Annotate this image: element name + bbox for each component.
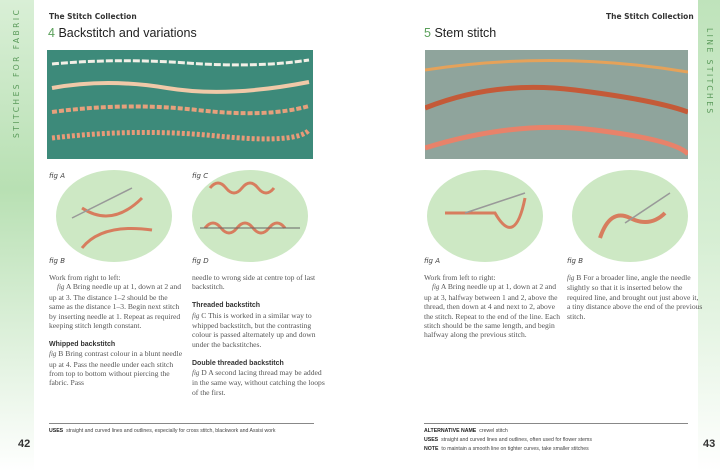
stem-fig-b-illustration [572, 170, 688, 262]
body-text: Work from right to left: [49, 273, 121, 282]
label: ALTERNATIVE NAME [424, 428, 477, 434]
body-text: needle to wrong side at centre top of la… [192, 273, 316, 292]
body-text: A Bring needle up at 1, down at 2 and up… [424, 282, 561, 340]
backstitch-photo [47, 50, 313, 159]
right-page-title: 5 Stem stitch [424, 26, 496, 40]
right-column-2: fig B For a broader line, angle the need… [567, 273, 703, 330]
body-text: C This is worked in a similar way to whi… [192, 310, 316, 349]
subheading: Whipped backstitch [49, 340, 116, 348]
stem-fig-a-illustration [427, 170, 543, 262]
right-side-band [698, 0, 720, 472]
stem-stitch-photo [425, 50, 688, 159]
fig-a-b-illustration [56, 170, 172, 262]
body-text: B For a broader line, angle the needle s… [567, 273, 703, 321]
right-column-1: Work from left to right:fig A Bring need… [424, 273, 560, 349]
title-number: 4 [48, 26, 55, 40]
fig-c-d-illustration [192, 170, 308, 262]
fig-tag: fig [567, 274, 575, 282]
fig-label: fig C [192, 172, 209, 180]
fig-label: fig A [424, 257, 440, 265]
title-text: Backstitch and variations [58, 26, 197, 40]
label: USES [424, 437, 439, 443]
right-running-header: The Stitch Collection [606, 12, 694, 21]
body-text: A Bring needle up at 1, down at 2 and up… [49, 282, 182, 331]
left-column-2: needle to wrong side at centre top of la… [192, 273, 328, 407]
body-text: D A second lacing thread may be added in… [192, 368, 325, 397]
fig-label: fig B [567, 257, 583, 265]
fig-tag: fig [57, 283, 65, 292]
value: to maintain a smooth line on tighter cur… [441, 446, 589, 452]
left-running-header: The Stitch Collection [49, 12, 137, 21]
title-text: Stem stitch [434, 26, 497, 40]
value: straight and curved lines and outlines, … [66, 428, 276, 434]
value: crewel stitch [479, 428, 508, 434]
subheading: Threaded backstitch [192, 302, 261, 310]
left-page-title: 4 Backstitch and variations [48, 26, 197, 40]
fig-label: fig A [49, 172, 65, 180]
fig-label: fig B [49, 257, 65, 265]
divider [49, 423, 314, 424]
fig-tag: fig [192, 369, 200, 378]
divider [424, 423, 688, 424]
left-side-band [0, 0, 34, 472]
page-number-left: 42 [18, 438, 31, 450]
body-text: B Bring contrast colour in a blunt needl… [49, 349, 183, 388]
fig-tag: fig [49, 350, 57, 359]
subheading: Double threaded backstitch [192, 359, 284, 367]
left-column-1: Work from right to left:fig A Bring need… [49, 273, 185, 397]
label: USES [49, 428, 64, 434]
body-text: Work from left to right: [424, 273, 496, 282]
label: NOTE [424, 446, 439, 452]
right-side-label: LINE STITCHES [705, 28, 714, 116]
left-side-label: STITCHES FOR FABRIC [12, 7, 21, 138]
title-number: 5 [424, 26, 431, 40]
value: straight and curved lines and outlines, … [441, 437, 592, 443]
fig-label: fig D [192, 257, 209, 265]
page-number-right: 43 [703, 438, 716, 450]
fig-tag: fig [432, 283, 440, 292]
fig-tag: fig [192, 311, 200, 320]
